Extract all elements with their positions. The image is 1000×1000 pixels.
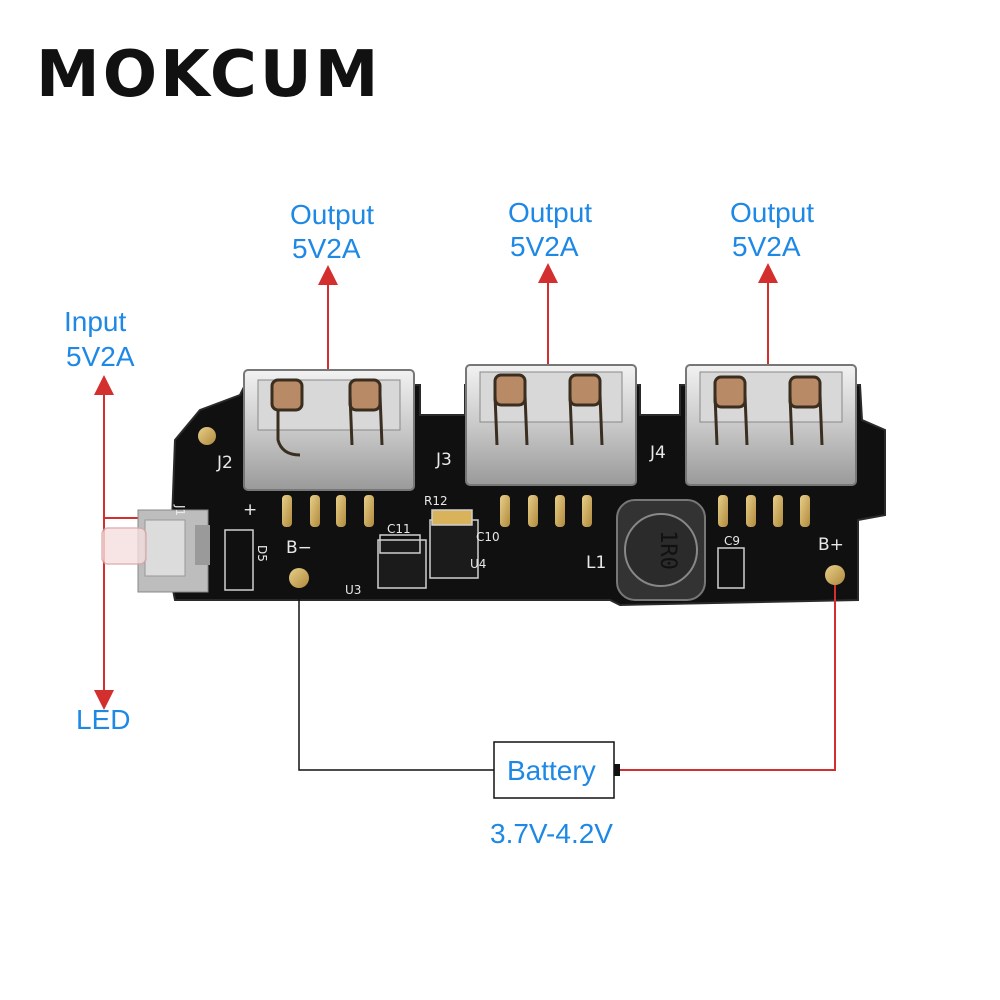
led-component bbox=[101, 527, 147, 565]
output-1-label: Output bbox=[290, 199, 374, 230]
silk-l1: L1 bbox=[586, 553, 606, 573]
input-label: Input bbox=[64, 306, 126, 337]
silk-c11: C11 bbox=[387, 522, 411, 536]
inductor-code: 1R0 bbox=[655, 530, 680, 570]
silk-b-plus: B+ bbox=[818, 535, 844, 555]
output-2-label: Output bbox=[508, 197, 592, 228]
silk-j4: J4 bbox=[649, 443, 666, 463]
output-3-label: Output bbox=[730, 197, 814, 228]
smd-components bbox=[224, 509, 745, 591]
output-1-rating: 5V2A bbox=[292, 233, 361, 264]
battery-positive-wire bbox=[616, 585, 836, 771]
pcb-board: 1R0 J2 J3 J4 J1 D5 + B− B+ bbox=[101, 364, 886, 607]
silk-j3: J3 bbox=[435, 450, 452, 470]
usb-port-j3 bbox=[465, 364, 637, 486]
usb-port-j2 bbox=[243, 369, 415, 491]
silk-plus: + bbox=[243, 500, 257, 520]
battery-box bbox=[493, 741, 615, 799]
battery-negative-pad bbox=[289, 568, 309, 588]
battery-label: Battery bbox=[507, 755, 596, 786]
usb-solder-pins bbox=[282, 495, 810, 527]
battery-voltage: 3.7V-4.2V bbox=[490, 818, 613, 849]
output-2-rating: 5V2A bbox=[510, 231, 579, 262]
silk-u3: U3 bbox=[345, 583, 361, 597]
silk-u4: U4 bbox=[470, 557, 486, 571]
mounting-pad bbox=[198, 427, 216, 445]
battery-negative-wire bbox=[298, 588, 494, 771]
led-label: LED bbox=[76, 704, 130, 735]
usb-port-j4 bbox=[685, 364, 857, 486]
battery-positive-pad bbox=[825, 565, 845, 585]
micro-usb-connector bbox=[137, 509, 210, 593]
input-rating: 5V2A bbox=[66, 341, 135, 372]
silk-j2: J2 bbox=[216, 453, 233, 473]
silk-d5: D5 bbox=[255, 545, 269, 562]
silk-j1: J1 bbox=[173, 504, 187, 516]
battery-terminal bbox=[614, 764, 620, 776]
silk-r12: R12 bbox=[424, 494, 448, 508]
silk-b-minus: B− bbox=[286, 538, 312, 558]
output-3-rating: 5V2A bbox=[732, 231, 801, 262]
silk-c9: C9 bbox=[724, 534, 740, 548]
brand-logo: MOKCUM bbox=[36, 38, 381, 112]
silk-c10: C10 bbox=[476, 530, 500, 544]
inductor-l1: 1R0 bbox=[616, 499, 706, 601]
